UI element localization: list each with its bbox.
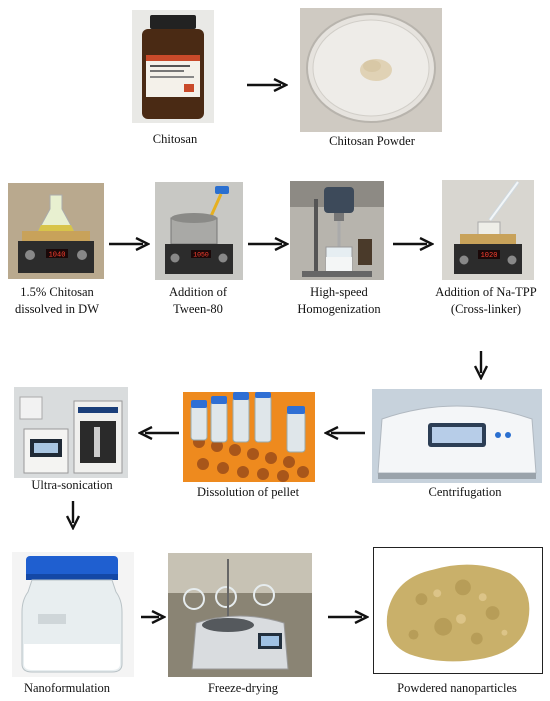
label-line: (Cross-linker) — [450, 302, 522, 316]
label-text: Centrifugation — [428, 485, 502, 499]
arrow-down-1 — [474, 350, 488, 380]
label-line: Addition of Na-TPP — [435, 285, 537, 299]
arrow-right-2 — [108, 237, 150, 251]
label-na-tpp: Addition of Na-TPP (Cross-linker) — [435, 284, 536, 318]
label-line: dissolved in DW — [14, 302, 100, 316]
label-line: High-speed — [310, 285, 368, 299]
hotplate-dissolved-photo: 1040 — [8, 183, 104, 279]
hotplate-display-2: 1050 — [193, 252, 209, 259]
hotplate-display-1: 1040 — [49, 252, 66, 260]
pellet-tubes-photo — [183, 392, 315, 482]
label-centrifugation: Centrifugation — [429, 484, 502, 501]
label-text: Ultra-sonication — [31, 478, 113, 492]
label-line: 1.5% Chitosan — [20, 285, 94, 299]
tween-addition-photo: 1050 — [155, 182, 243, 280]
label-line: Addition of — [169, 285, 227, 299]
freeze-dryer-photo — [168, 553, 312, 677]
label-pellet: Dissolution of pellet — [197, 484, 299, 501]
label-chitosan: Chitosan — [153, 131, 197, 148]
label-text: Chitosan — [152, 132, 198, 146]
label-text: Freeze-drying — [207, 681, 279, 695]
label-ultrasonication: Ultra-sonication — [31, 477, 112, 494]
arrow-right-5 — [140, 610, 166, 624]
sonicator-photo — [14, 387, 128, 478]
arrow-right-3 — [247, 237, 289, 251]
label-text: Nanoformulation — [23, 681, 111, 695]
chitosan-powder-photo — [300, 8, 442, 132]
na-tpp-hotplate-photo: 1020 — [442, 180, 534, 280]
label-tween: Addition of Tween-80 — [169, 284, 227, 318]
label-text: Dissolution of pellet — [196, 485, 300, 499]
chitosan-bottle-photo — [132, 10, 214, 123]
hotplate-display-3: 1020 — [481, 252, 498, 260]
label-powdered: Powdered nanoparticles — [397, 680, 517, 697]
label-freeze-drying: Freeze-drying — [208, 680, 278, 697]
arrow-right-4 — [392, 237, 434, 251]
label-homogenization: High-speed Homogenization — [297, 284, 380, 318]
arrow-left-2 — [324, 426, 366, 440]
label-chitosan-powder: Chitosan Powder — [329, 133, 415, 150]
label-text: Chitosan Powder — [329, 134, 415, 148]
label-nanoformulation: Nanoformulation — [24, 680, 110, 697]
label-text: Powdered nanoparticles — [397, 681, 517, 695]
arrow-left-1 — [138, 426, 180, 440]
powdered-nanoparticles-photo — [373, 547, 543, 674]
centrifuge-photo — [372, 389, 542, 483]
arrow-right-1 — [246, 78, 288, 92]
label-line: Homogenization — [297, 302, 381, 316]
arrow-down-2 — [66, 500, 80, 530]
arrow-right-6 — [327, 610, 369, 624]
label-line: Tween-80 — [173, 302, 223, 316]
homogenizer-photo — [290, 181, 384, 280]
label-dissolved: 1.5% Chitosan dissolved in DW — [15, 284, 99, 318]
nanoformulation-bottle-photo — [12, 552, 134, 677]
